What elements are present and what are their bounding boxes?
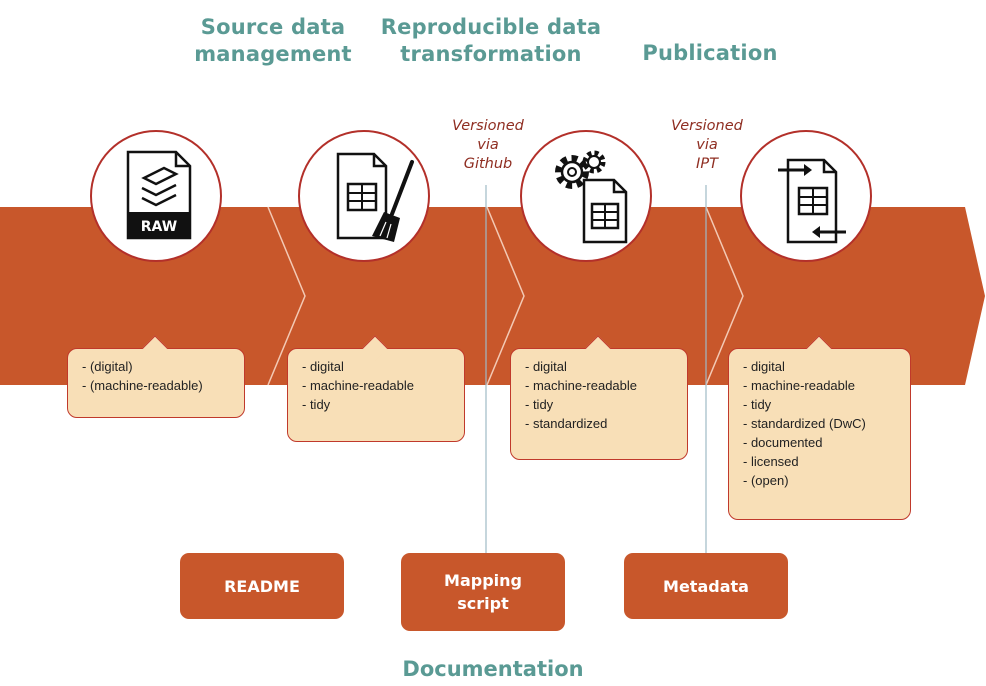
readme-label: README [224, 576, 300, 596]
property-item: - digital [743, 359, 785, 374]
stage-heading-source-line2: management [194, 42, 352, 66]
property-item: - tidy [525, 397, 554, 412]
property-item: - machine-readable [525, 378, 638, 393]
property-item: - tidy [302, 397, 331, 412]
spreadsheet-gear-icon [555, 150, 628, 244]
stage-separator [267, 206, 306, 386]
versioning-ipt-line3: IPT [696, 156, 718, 172]
raw-label: RAW [141, 219, 177, 235]
raw-data-file-icon: RAW [126, 150, 192, 240]
stage-separator [705, 206, 744, 386]
readme-box: README [180, 553, 344, 619]
stage-separator [486, 206, 525, 386]
properties-box-transformed: - digital - machine-readable - tidy - st… [510, 348, 688, 460]
process-arrow [0, 207, 985, 385]
versioning-ipt-line2: via [696, 137, 718, 153]
stage-heading-source: Source data management [178, 14, 368, 68]
stage-circle-publish [740, 130, 872, 262]
property-item: - machine-readable [743, 378, 856, 393]
property-item: - machine-readable [302, 378, 415, 393]
versioning-ipt-line1: Versioned [671, 118, 743, 134]
mapping-script-box: Mapping script [401, 553, 565, 631]
stage-heading-publication: Publication [630, 40, 790, 67]
stage-heading-publication-line1: Publication [642, 41, 778, 65]
stage-heading-source-line1: Source data [200, 15, 346, 39]
mapping-script-label-line2: script [457, 594, 509, 613]
stage-circle-clean [298, 130, 430, 262]
metadata-box: Metadata [624, 553, 788, 619]
stage-heading-transformation-line1: Reproducible data [380, 15, 602, 39]
versioning-ipt-annotation: Versioned via IPT [655, 117, 759, 174]
stage-circle-transform [520, 130, 652, 262]
properties-box-clean: - digital - machine-readable - tidy [287, 348, 465, 442]
versioning-github-line1: Versioned [452, 118, 524, 134]
stage-heading-transformation-line2: transformation [400, 42, 582, 66]
stage-heading-transformation: Reproducible data transformation [366, 14, 616, 68]
property-item: - standardized (DwC) [743, 416, 866, 431]
stage-circle-raw: RAW [90, 130, 222, 262]
versioning-github-line2: via [477, 137, 499, 153]
metadata-label: Metadata [663, 576, 749, 596]
spreadsheet-exchange-icon [778, 158, 846, 244]
documentation-title: Documentation [402, 657, 584, 681]
property-item: - digital [302, 359, 344, 374]
property-item: - documented [743, 435, 823, 450]
versioning-github-annotation: Versioned via Github [436, 117, 540, 174]
property-item: - digital [525, 359, 567, 374]
property-item: - standardized [525, 416, 608, 431]
property-item: - tidy [743, 397, 772, 412]
property-item: - (digital) [82, 359, 133, 374]
property-item: - licensed [743, 454, 799, 469]
properties-box-published: - digital - machine-readable - tidy - st… [728, 348, 911, 520]
spreadsheet-broom-icon [336, 152, 414, 242]
property-item: - (open) [743, 473, 789, 488]
mapping-script-label-line1: Mapping [444, 571, 522, 590]
properties-box-raw: - (digital) - (machine-readable) [67, 348, 245, 418]
versioning-github-line3: Github [463, 156, 513, 172]
property-item: - (machine-readable) [82, 378, 203, 393]
